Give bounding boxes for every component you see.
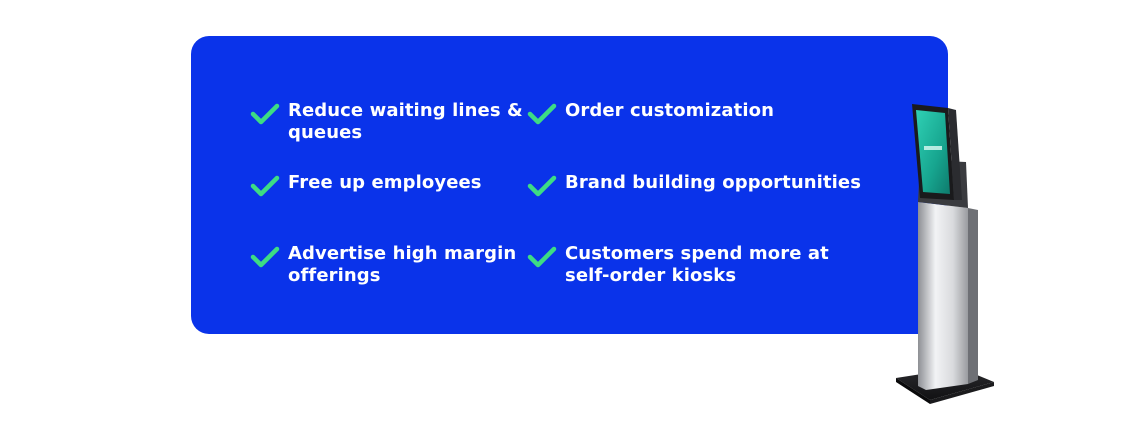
benefit-label: Reduce waiting lines & queues: [288, 100, 523, 143]
checkmark-icon: [527, 102, 557, 126]
benefit-item: Reduce waiting lines & queues: [250, 100, 530, 144]
checkmark-icon: [527, 245, 557, 269]
checkmark-icon: [250, 245, 280, 269]
benefits-panel: [191, 36, 948, 334]
benefit-item: Brand building opportunities: [527, 172, 867, 198]
checkmark-icon: [250, 102, 280, 126]
benefit-label: Advertise high margin offerings: [288, 243, 517, 286]
benefit-label: Order customization: [565, 100, 774, 121]
benefit-item: Free up employees: [250, 172, 530, 198]
benefit-item: Customers spend more at self-order kiosk…: [527, 243, 847, 287]
checkmark-icon: [250, 174, 280, 198]
self-order-kiosk-image: [890, 100, 1000, 415]
benefit-label: Brand building opportunities: [565, 172, 862, 193]
benefit-item: Advertise high margin offerings: [250, 243, 530, 287]
benefit-label: Customers spend more at self-order kiosk…: [565, 243, 829, 286]
checkmark-icon: [527, 174, 557, 198]
benefit-label: Free up employees: [288, 172, 482, 193]
benefit-item: Order customization: [527, 100, 847, 126]
